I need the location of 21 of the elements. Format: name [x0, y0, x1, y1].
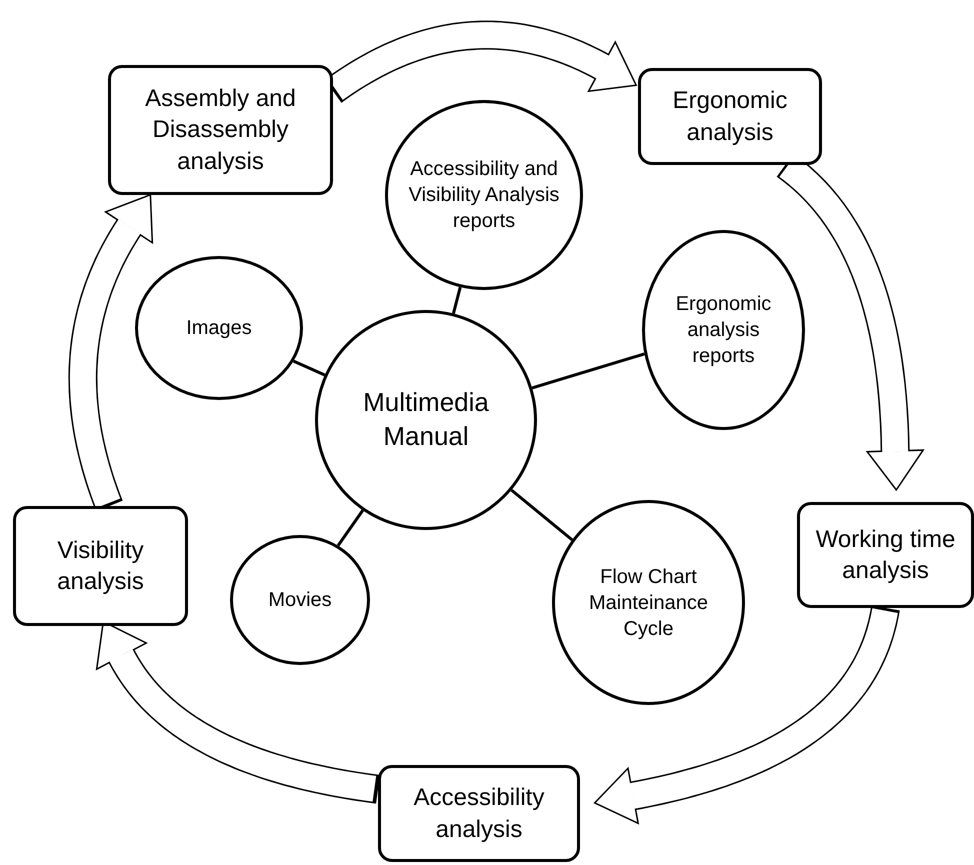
connector-line [510, 488, 574, 542]
node-label: Ergonomic analysis reports [674, 292, 772, 369]
node-label: Movies [268, 588, 332, 613]
process-box [797, 502, 974, 608]
node-label: Assembly and Disassembly analysis [144, 84, 297, 177]
connector-line [452, 286, 462, 314]
node-label: Accessibility analysis [412, 783, 546, 844]
process-box [378, 765, 580, 862]
node-label: Visibility analysis [56, 536, 145, 597]
node-label: Working time analysis [814, 524, 956, 586]
connector-line [292, 360, 326, 376]
node-label: Ergonomic analysis [672, 86, 788, 148]
process-box [108, 65, 333, 195]
node-label: Accessibility and Visibility Analysis reports [408, 157, 560, 234]
node-label: Multimedia Manual [362, 386, 490, 453]
node-label: Images [186, 316, 252, 341]
process-box [638, 68, 822, 165]
process-box [13, 506, 188, 626]
connector-line [336, 510, 364, 546]
connector-line [532, 352, 645, 390]
node-label: Flow Chart Mainteinance Cycle [588, 564, 709, 642]
